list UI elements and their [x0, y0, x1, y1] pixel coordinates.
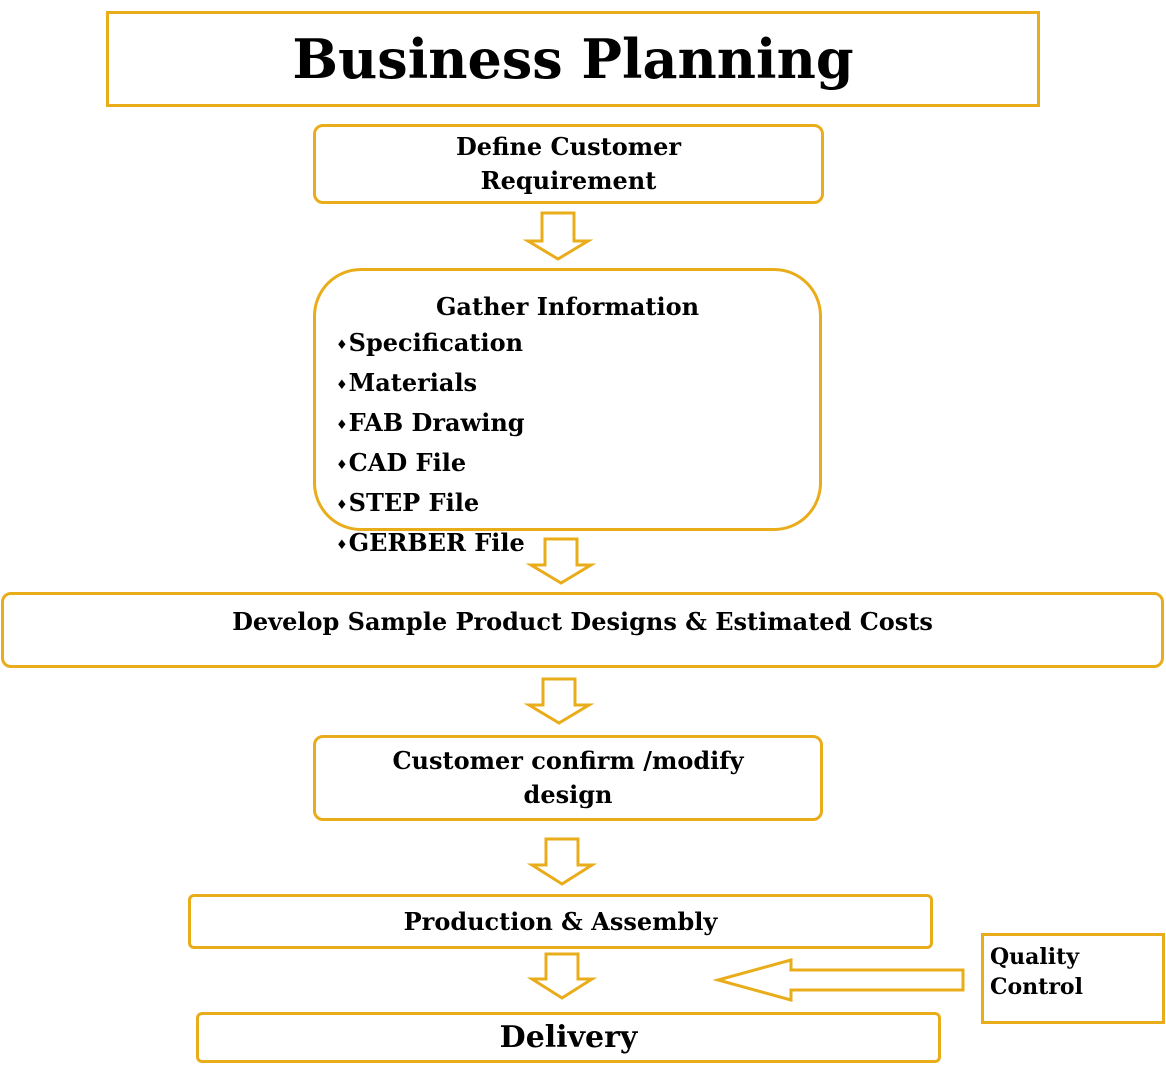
- down-arrow-icon: [525, 537, 597, 585]
- list-item-label: CAD File: [348, 448, 467, 477]
- down-arrow-icon: [526, 952, 598, 1000]
- list-item: ♦CAD File: [336, 445, 525, 485]
- diamond-bullet-icon: ♦: [336, 418, 348, 433]
- diamond-bullet-icon: ♦: [336, 458, 348, 473]
- define-requirement-box: Define Customer Requirement: [313, 124, 824, 204]
- diamond-bullet-icon: ♦: [336, 338, 348, 353]
- gather-information-title: Gather Information: [435, 292, 700, 321]
- diamond-bullet-icon: ♦: [336, 538, 348, 553]
- define-requirement-label: Define Customer Requirement: [455, 132, 682, 195]
- list-item: ♦GERBER File: [336, 525, 525, 565]
- list-item-label: FAB Drawing: [348, 408, 525, 437]
- develop-designs-label: Develop Sample Product Designs & Estimat…: [232, 607, 933, 636]
- diamond-bullet-icon: ♦: [336, 498, 348, 513]
- gather-information-list: ♦Specification ♦Materials ♦FAB Drawing ♦…: [336, 325, 525, 565]
- quality-control-box: Quality Control: [981, 933, 1165, 1024]
- customer-confirm-label: Customer confirm /modify design: [392, 746, 744, 809]
- down-arrow-icon: [522, 211, 594, 261]
- production-assembly-label: Production & Assembly: [403, 907, 718, 936]
- list-item-label: Specification: [348, 328, 524, 357]
- list-item: ♦FAB Drawing: [336, 405, 525, 445]
- down-arrow-icon: [526, 837, 598, 886]
- left-arrow-icon: [712, 958, 965, 1002]
- diamond-bullet-icon: ♦: [336, 378, 348, 393]
- list-item: ♦Materials: [336, 365, 525, 405]
- list-item-label: Materials: [348, 368, 478, 397]
- list-item: ♦STEP File: [336, 485, 525, 525]
- delivery-box: Delivery: [196, 1012, 941, 1063]
- page-title: Business Planning: [292, 27, 854, 91]
- customer-confirm-box: Customer confirm /modify design: [313, 735, 823, 821]
- title-box: Business Planning: [106, 11, 1040, 107]
- quality-control-label: Quality Control: [990, 944, 1083, 1000]
- list-item-label: GERBER File: [348, 528, 525, 557]
- list-item-label: STEP File: [348, 488, 480, 517]
- down-arrow-icon: [523, 677, 595, 725]
- delivery-label: Delivery: [499, 1020, 638, 1055]
- develop-designs-box: Develop Sample Product Designs & Estimat…: [1, 592, 1164, 668]
- gather-information-box: Gather Information ♦Specification ♦Mater…: [313, 268, 822, 557]
- list-item: ♦Specification: [336, 325, 525, 365]
- production-assembly-box: Production & Assembly: [188, 894, 933, 949]
